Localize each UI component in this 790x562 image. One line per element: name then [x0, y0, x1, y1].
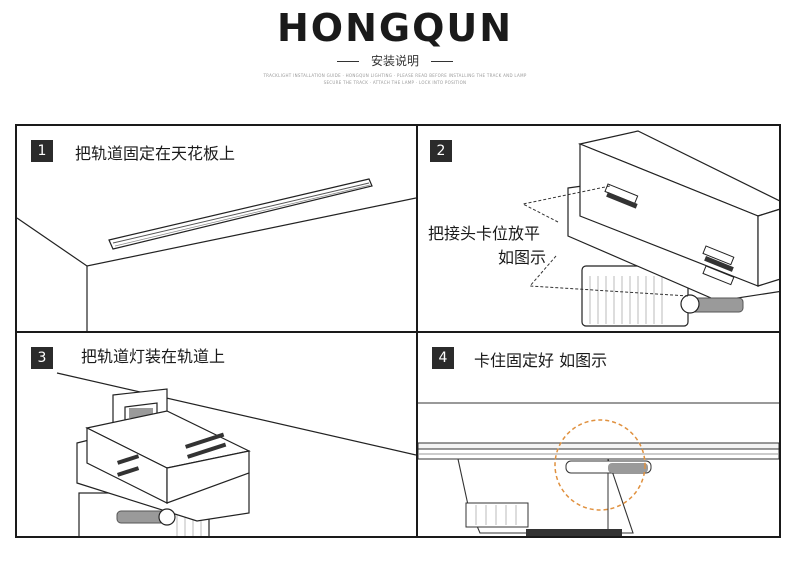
step-caption-2-line2: 如图示	[498, 248, 547, 267]
step-caption-1: 把轨道固定在天花板上	[75, 144, 236, 163]
subtitle: 安装说明	[0, 52, 790, 69]
step-panel-3: 3 把轨道灯装在轨道上	[17, 333, 416, 536]
subtitle-text: 安装说明	[370, 54, 419, 68]
step-panel-4: 4 卡住固定好 如图示	[418, 333, 779, 536]
ceiling-track-illustration	[17, 178, 416, 331]
locked-connector-illustration	[418, 402, 779, 536]
step-panel-2: 2 把接头卡位放平 如图示	[418, 126, 779, 331]
fine-print-line-1: TRACKLIGHT INSTALLATION GUIDE · HONGQUN …	[263, 73, 527, 78]
grid-horizontal-divider	[17, 331, 779, 333]
brand-title: HONGQUN	[276, 6, 514, 50]
step-panel-1: 1 把轨道固定在天花板上	[17, 126, 416, 331]
step-caption-2-line1: 把接头卡位放平	[428, 224, 541, 243]
fine-print-line-2: SECURE THE TRACK · ATTACH THE LAMP · LOC…	[323, 80, 467, 85]
subtitle-dash-right	[431, 61, 453, 62]
step-caption-4: 卡住固定好 如图示	[474, 351, 608, 370]
step-number-badge-3: 3	[31, 347, 53, 369]
connector-illustration	[521, 130, 779, 327]
step-caption-3: 把轨道灯装在轨道上	[81, 347, 226, 366]
step-number-badge-4: 4	[432, 347, 454, 369]
mount-lamp-illustration	[56, 372, 416, 536]
step-number-badge-1: 1	[31, 140, 53, 162]
subtitle-dash-left	[336, 61, 359, 62]
step-number-badge-2: 2	[430, 140, 452, 162]
instruction-grid: 1 把轨道固定在天花板上	[15, 124, 781, 538]
